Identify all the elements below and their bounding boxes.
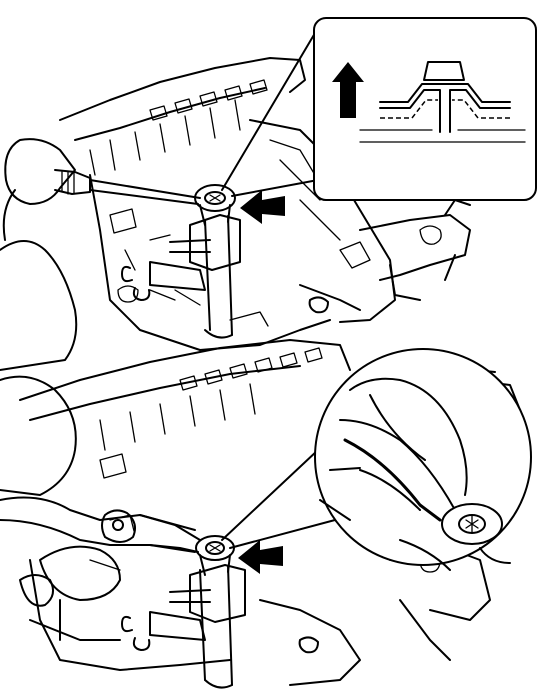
clip-cross-section [359,61,526,143]
circular-detail-content [319,377,511,571]
top-clip [194,184,236,226]
pointer-arrow-icon [238,540,283,574]
up-arrow-icon [332,62,364,118]
pointer-arrow-icon [240,190,285,224]
top-link-mechanism [121,214,241,339]
circular-detail-callout [221,348,532,571]
bottom-clip [195,535,235,576]
bottom-link-mechanism [121,564,246,689]
top-panel [0,17,537,371]
screwdriver-icon [0,138,201,371]
rectangular-detail-callout [221,17,537,201]
top-housing [59,57,471,351]
bottom-panel [0,339,532,689]
pliers-icon [0,375,201,601]
